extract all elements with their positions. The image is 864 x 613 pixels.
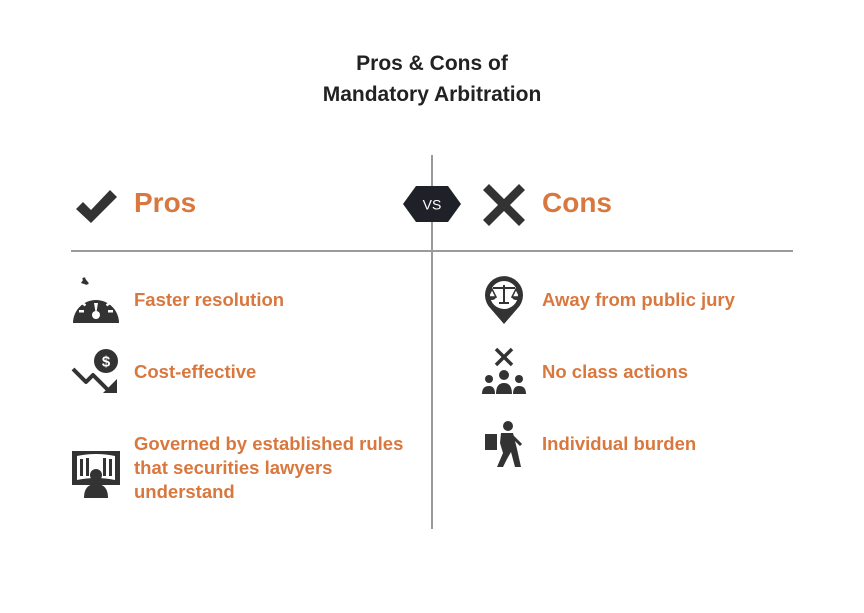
page-title: Pros & Cons of Mandatory Arbitration — [0, 48, 864, 110]
vertical-divider — [431, 155, 433, 529]
falling-cost-icon: $ — [71, 347, 121, 397]
cons-item-2: No class actions — [542, 361, 689, 382]
horizontal-divider — [71, 250, 793, 252]
pros-item-1: Faster resolution — [134, 289, 285, 310]
cons-heading: Cons — [542, 187, 612, 218]
vs-badge: VS — [403, 182, 461, 226]
person-carrying-icon — [481, 419, 531, 469]
rules-reader-icon — [71, 449, 121, 499]
svg-text:$: $ — [102, 354, 111, 371]
checkmark-icon — [72, 182, 120, 230]
speedometer-icon — [71, 275, 121, 325]
scales-pin-icon — [479, 275, 529, 325]
page-title-line-2: Mandatory Arbitration — [322, 83, 542, 106]
page-title-line-1: Pros & Cons of — [356, 52, 508, 75]
pros-item-3: Governed by established rules that secur… — [134, 433, 404, 502]
no-group-icon — [479, 347, 529, 397]
cons-item-1: Away from public jury — [542, 289, 735, 310]
vs-label: VS — [423, 197, 442, 213]
pros-heading: Pros — [134, 187, 197, 218]
pros-item-2: Cost-effective — [134, 361, 257, 382]
cons-item-3: Individual burden — [542, 433, 697, 454]
cross-icon — [480, 181, 528, 229]
